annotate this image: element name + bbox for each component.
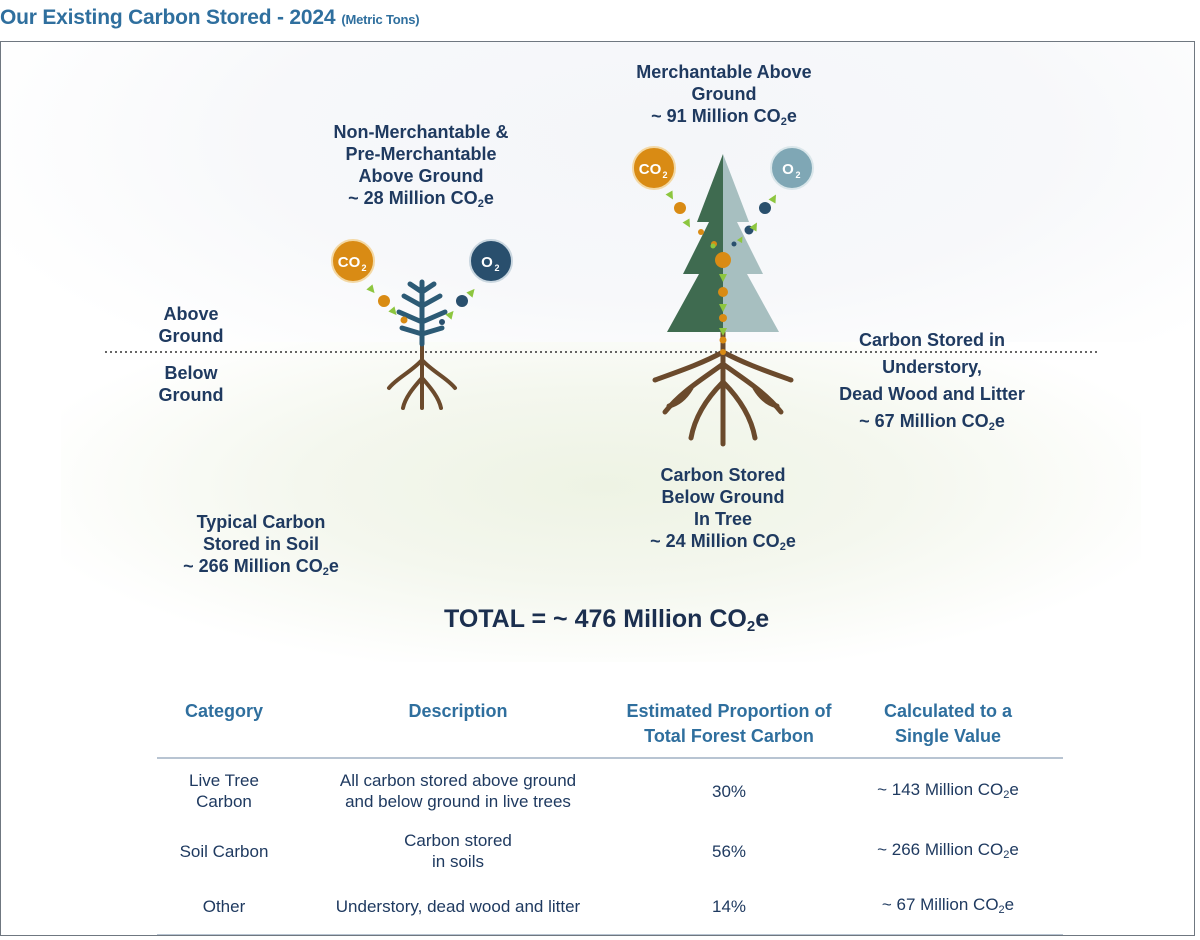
seedling-o2-flow — [439, 288, 475, 325]
header-category: Category — [157, 699, 291, 759]
above-ground-label: Above Ground — [158, 304, 224, 346]
seedling-co2-icon: CO 2 — [331, 239, 375, 283]
svg-text:2: 2 — [361, 263, 366, 273]
tree-o2-icon: O 2 — [770, 146, 814, 190]
title-unit: (Metric Tons) — [341, 12, 420, 27]
svg-text:O: O — [782, 161, 794, 178]
tree-co2-icon: CO 2 — [632, 146, 676, 190]
tree-co2-flow — [665, 190, 731, 355]
cell-category: Other — [157, 878, 291, 935]
carbon-diagram: CO 2 O 2 — [105, 146, 1099, 447]
header-description: Description — [291, 699, 625, 759]
background-sky — [1, 42, 1194, 362]
non-merchantable-label: Non-Merchantable & Pre-Merchantable Abov… — [333, 122, 509, 210]
cell-value: ~ 143 Million CO2e — [877, 780, 1019, 801]
title-main: Our Existing Carbon Stored - 2024 — [0, 6, 336, 29]
diagram-frame: CO 2 O 2 — [0, 41, 1195, 936]
table-header-row: Category Description Estimated Proportio… — [157, 699, 1063, 759]
seedling-roots — [387, 340, 457, 410]
tree-o2-flow — [731, 194, 776, 247]
understory-label: Carbon Stored in Understory, Dead Wood a… — [839, 330, 1025, 433]
svg-text:2: 2 — [494, 263, 499, 273]
tree-roots — [652, 329, 794, 447]
seedling-shoot — [396, 279, 448, 347]
table-row: Other Understory, dead wood and litter 1… — [157, 878, 1063, 935]
below-ground-label: Below Ground — [158, 363, 224, 405]
tree-canopy — [667, 154, 779, 332]
cell-value: ~ 266 Million CO2e — [877, 840, 1019, 861]
svg-text:O: O — [481, 254, 493, 271]
cell-proportion: 56% — [711, 841, 747, 861]
total-carbon: TOTAL = ~ 476 Million CO2e — [444, 605, 770, 635]
cell-description: Understory, dead wood and litter — [291, 878, 625, 935]
below-ground-tree-label: Carbon Stored Below Ground In Tree ~ 24 … — [650, 465, 796, 553]
svg-text:CO: CO — [338, 254, 361, 271]
cell-category: Soil Carbon — [179, 841, 269, 861]
carbon-table: Category Description Estimated Proportio… — [157, 699, 1063, 935]
cell-proportion: 14% — [625, 878, 833, 935]
background-soil — [61, 342, 1141, 662]
merchantable-label: Merchantable Above Ground ~ 91 Million C… — [636, 62, 812, 128]
cell-value: ~ 67 Million CO2e — [833, 878, 1063, 935]
svg-text:2: 2 — [662, 170, 667, 180]
svg-text:CO: CO — [639, 161, 662, 178]
seedling-o2-icon: O 2 — [469, 239, 513, 283]
svg-text:2: 2 — [795, 170, 800, 180]
cell-proportion: 30% — [711, 781, 747, 801]
page-title: Our Existing Carbon Stored - 2024 (Metric… — [0, 6, 420, 30]
seedling-co2-flow — [366, 284, 408, 324]
soil-carbon-label: Typical Carbon Stored in Soil ~ 266 Mill… — [183, 512, 339, 578]
